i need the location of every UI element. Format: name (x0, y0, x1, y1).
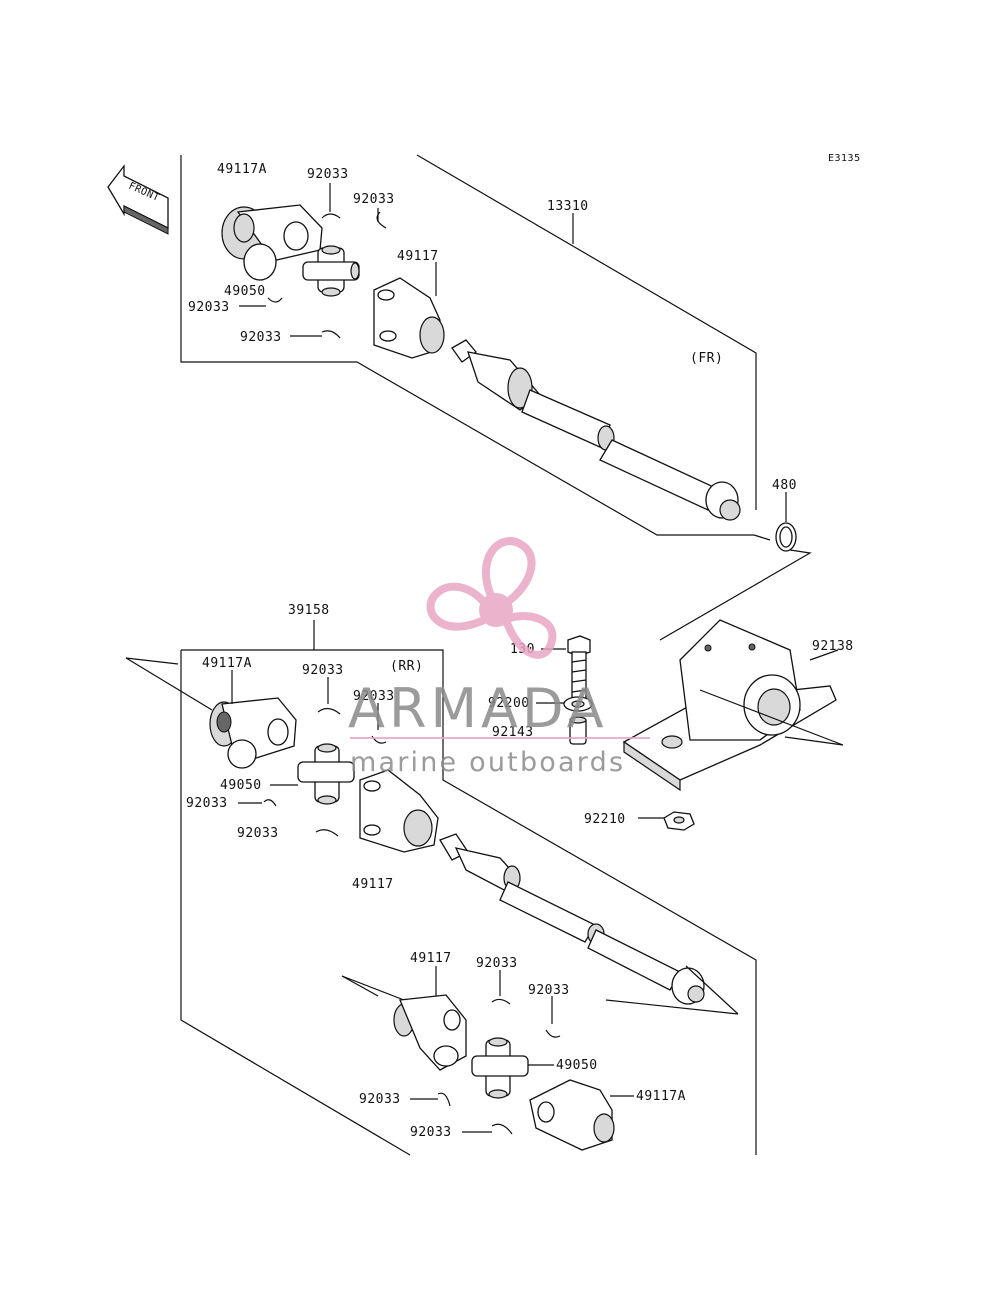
bolt-130 (567, 635, 591, 701)
front-arrow-icon: FRONT (107, 164, 169, 235)
label-92033-bot-c: 92033 (359, 1092, 401, 1107)
yoke-49117a-mid (209, 697, 297, 769)
clip-92033-bot-d (491, 1123, 513, 1135)
armada-watermark: ARMADA marine outboards (348, 537, 650, 778)
front-propeller-shaft-13310 (451, 339, 741, 521)
clip-92033-top-a (321, 213, 341, 219)
label-49117-top: 49117 (397, 249, 439, 264)
label-92033-bot-d: 92033 (410, 1125, 452, 1140)
label-49117a-bot: 49117A (636, 1089, 686, 1104)
propeller-logo-icon (426, 537, 557, 659)
diagram-id: E3135 (828, 153, 861, 164)
label-49117-mid: 49117 (352, 877, 394, 892)
label-92033-mid-d: 92033 (237, 826, 279, 841)
clip-92033-mid-d (315, 829, 339, 837)
washer-92200 (563, 696, 593, 712)
label-92138: 92138 (812, 639, 854, 654)
label-49117a-mid: 49117A (202, 656, 252, 671)
frame-front-shaft (180, 154, 757, 536)
label-92033-mid-c: 92033 (186, 796, 228, 811)
yoke-49117-mid (359, 769, 439, 853)
nut-92210 (663, 811, 695, 831)
label-92033-bot-a: 92033 (476, 956, 518, 971)
rear-propeller-shaft-39158 (439, 833, 739, 1015)
label-13310: 13310 (547, 199, 589, 214)
spider-49050-bot (471, 1037, 529, 1099)
spider-49050-mid (297, 743, 355, 805)
ring-480 (775, 522, 797, 552)
clip-92033-top-d (321, 330, 341, 339)
label-49050-bot: 49050 (556, 1058, 598, 1073)
label-49050-mid: 49050 (220, 778, 262, 793)
label-92200: 92200 (488, 696, 530, 711)
label-49117-bot: 49117 (410, 951, 452, 966)
label-92033-top-b: 92033 (353, 192, 395, 207)
watermark-tagline: marine outboards (350, 747, 625, 778)
label-92210: 92210 (584, 812, 626, 827)
clip-92033-bot-b (545, 1029, 561, 1038)
spider-49050-top (302, 245, 360, 297)
label-92033-bot-b: 92033 (528, 983, 570, 998)
label-92033-top-d: 92033 (240, 330, 282, 345)
label-92033-top-c: 92033 (188, 300, 230, 315)
frame-rear-shaft (125, 620, 757, 1156)
part-labels: 49117A 92033 92033 13310 49117 49050 920… (186, 162, 854, 1140)
yoke-49117-bot (341, 975, 467, 1071)
label-480: 480 (772, 478, 797, 493)
label-92033-mid-a: 92033 (302, 663, 344, 678)
clip-92033-top-c (267, 297, 283, 303)
label-49117a-top: 49117A (217, 162, 267, 177)
yoke-49117-top (373, 277, 445, 359)
label-49050-top: 49050 (224, 284, 266, 299)
bearing-housing-92138 (622, 619, 844, 792)
clip-92033-bot-c (437, 1092, 451, 1107)
clip-92033-mid-a (317, 707, 341, 715)
label-92143: 92143 (492, 725, 534, 740)
watermark-brand: ARMADA (348, 677, 608, 740)
yoke-49117a-bot (529, 1079, 615, 1151)
clip-92033-mid-c (263, 799, 277, 807)
label-rr: (RR) (390, 659, 423, 674)
label-92033-mid-b: 92033 (353, 689, 395, 704)
label-92033-top-a: 92033 (307, 167, 349, 182)
clip-92033-bot-a (491, 998, 511, 1005)
label-39158: 39158 (288, 603, 330, 618)
label-fr: (FR) (690, 351, 723, 366)
